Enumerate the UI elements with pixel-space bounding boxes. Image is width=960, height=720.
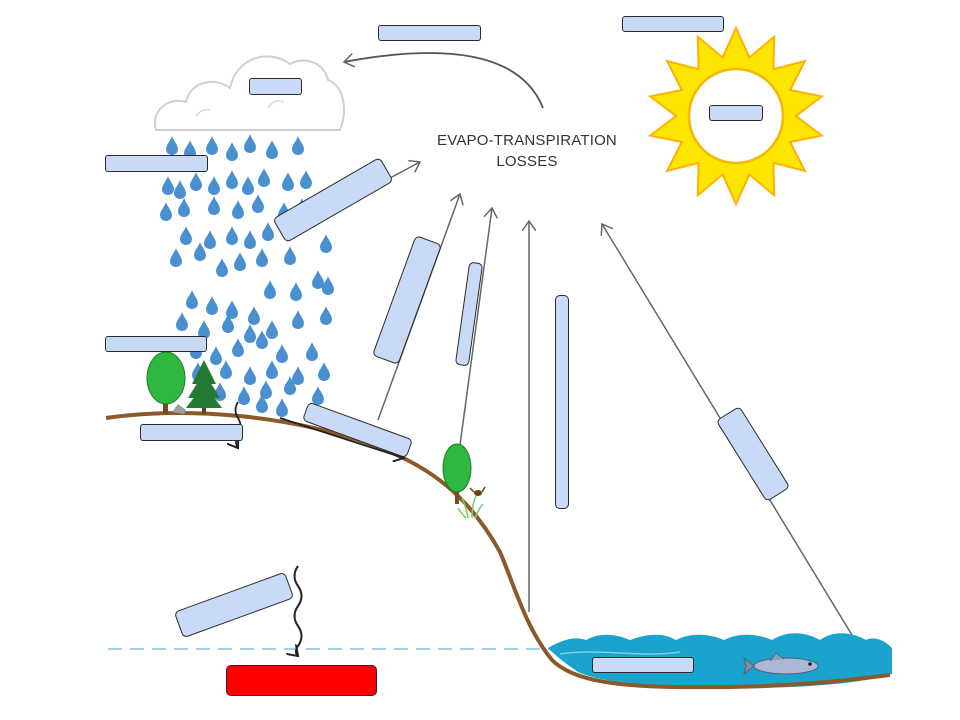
- rain-drop: [226, 142, 238, 161]
- rain-drop: [318, 362, 330, 381]
- rain-drop: [244, 366, 256, 385]
- rain-drop: [282, 172, 294, 191]
- rain-drop: [206, 296, 218, 315]
- pine-tree-icon: [186, 360, 222, 414]
- label-box-vegetation[interactable]: [105, 336, 207, 352]
- rain-drop: [234, 252, 246, 271]
- rain-drop: [276, 398, 288, 417]
- label-box-river-evaporation[interactable]: [555, 295, 569, 509]
- rain-drop: [226, 226, 238, 245]
- rain-drop: [160, 202, 172, 221]
- evapotranspiration-title: EVAPO-TRANSPIRATION LOSSES: [412, 130, 642, 172]
- rain-drop: [198, 320, 210, 339]
- rain-drop: [284, 376, 296, 395]
- rain-drop: [210, 346, 222, 365]
- water-body: [548, 633, 892, 688]
- title-line-1: EVAPO-TRANSPIRATION: [437, 132, 617, 149]
- rain-drop: [206, 136, 218, 155]
- rain-drop: [256, 394, 268, 413]
- rain-drop: [292, 310, 304, 329]
- grass-icon: [457, 495, 484, 519]
- rain-drop: [238, 386, 250, 405]
- evaporation-arrows: [299, 162, 856, 641]
- rain-drop: [190, 172, 202, 191]
- rain-drop: [204, 230, 216, 249]
- rain-drop: [242, 176, 254, 195]
- label-box-water-body[interactable]: [592, 657, 694, 673]
- rain-drop: [252, 194, 264, 213]
- runoff-arrow: [279, 417, 404, 458]
- rain-drop: [178, 198, 190, 217]
- rain-drop: [292, 136, 304, 155]
- rain-drop: [208, 196, 220, 215]
- rain-drop: [180, 226, 192, 245]
- rain-drop: [208, 176, 220, 195]
- rain-drop: [322, 276, 334, 295]
- rain-drop: [184, 140, 196, 159]
- rain-drop: [320, 234, 332, 253]
- rain-drop: [306, 342, 318, 361]
- rain-drop: [166, 136, 178, 155]
- rain-drop: [266, 140, 278, 159]
- label-box-highlight[interactable]: [226, 665, 377, 696]
- rain-drop: [176, 312, 188, 331]
- label-box-sun-center[interactable]: [709, 105, 763, 121]
- cycle-return-arrow: [344, 52, 544, 109]
- rain-drop: [244, 134, 256, 153]
- rain-drop: [194, 242, 206, 261]
- rain-drop: [248, 306, 260, 325]
- bird-icon: [469, 486, 486, 496]
- label-box-precipitation[interactable]: [105, 155, 208, 172]
- label-box-sun-top[interactable]: [622, 16, 724, 32]
- title-line-2: LOSSES: [496, 153, 558, 170]
- fish-icon: [743, 652, 819, 676]
- rain-drop: [256, 330, 268, 349]
- rain-drop: [170, 248, 182, 267]
- rain-drop: [262, 222, 274, 241]
- rain-drop: [260, 380, 272, 399]
- rain-drop: [174, 180, 186, 199]
- label-box-cloud[interactable]: [249, 78, 302, 95]
- rain-drop: [276, 344, 288, 363]
- rain-drop: [244, 324, 256, 343]
- rain-drop: [162, 176, 174, 195]
- rock-icon: [172, 404, 186, 414]
- rain-drop: [232, 200, 244, 219]
- rain-drop: [266, 320, 278, 339]
- rain-drop: [244, 230, 256, 249]
- rain-drop: [292, 366, 304, 385]
- infiltration-arrow-deep: [295, 565, 303, 656]
- rain-drop: [220, 360, 232, 379]
- rain-drop: [284, 246, 296, 265]
- rain-drops-icon: [160, 134, 334, 417]
- rain-drop: [216, 258, 228, 277]
- deciduous-tree-icon: [146, 351, 186, 414]
- rain-drop: [300, 170, 312, 189]
- rain-drop: [290, 282, 302, 301]
- rain-drop: [226, 170, 238, 189]
- label-box-infiltration[interactable]: [140, 424, 243, 441]
- rain-drop: [312, 386, 324, 405]
- label-box-top-arrow[interactable]: [378, 25, 481, 41]
- rain-drop: [186, 290, 198, 309]
- rain-drop: [264, 280, 276, 299]
- rain-drop: [226, 300, 238, 319]
- small-tree-icon: [442, 443, 472, 504]
- rain-drop: [320, 306, 332, 325]
- rain-drop: [256, 248, 268, 267]
- rain-drop: [232, 338, 244, 357]
- rain-drop: [258, 168, 270, 187]
- rain-drop: [266, 360, 278, 379]
- rain-drop: [312, 270, 324, 289]
- rain-drop: [222, 314, 234, 333]
